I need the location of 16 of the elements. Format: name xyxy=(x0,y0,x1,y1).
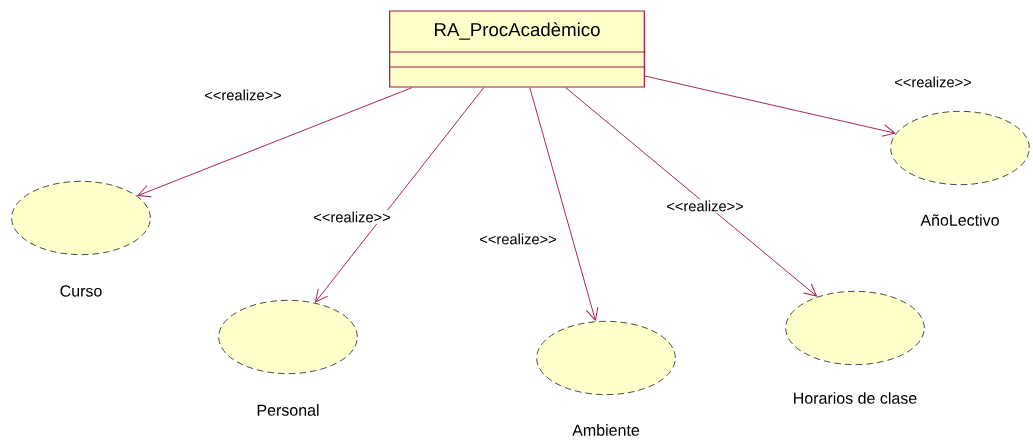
node-label: Horarios de clase xyxy=(794,392,917,404)
node-label: Curso xyxy=(60,285,102,297)
arrow xyxy=(565,87,818,297)
edge-label: <<realize>> xyxy=(892,75,974,89)
edge-label: <<realize>> xyxy=(477,232,559,246)
node-label: Personal xyxy=(257,404,319,416)
node-label: Ambiente xyxy=(572,424,640,436)
class-box: RA_ProcAcadèmico xyxy=(388,10,646,88)
arrow xyxy=(315,87,485,303)
arrow xyxy=(644,75,896,137)
arrow xyxy=(529,87,599,321)
edge-label: <<realize>> xyxy=(311,210,393,224)
arrow xyxy=(137,87,413,198)
edge-label: <<realize>> xyxy=(664,199,746,213)
edge-label: <<realize>> xyxy=(202,88,284,102)
node-label: AñoLectivo xyxy=(920,214,999,226)
